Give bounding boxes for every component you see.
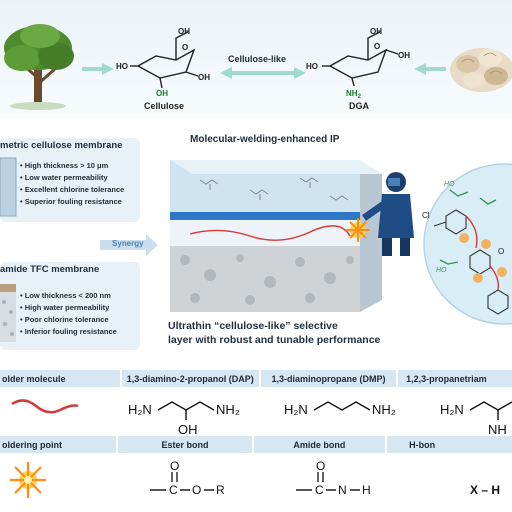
bullet-item: • Low thickness < 200 nm — [20, 291, 111, 300]
bullet-item: • Inferior fouling resistance — [20, 327, 117, 336]
synergy-arrow-icon — [100, 234, 158, 256]
dmp-structure: H₂N NH₂ — [284, 401, 396, 417]
oh-label: OH — [178, 422, 198, 437]
dga-structure: OH HO O OH NH2 — [306, 27, 410, 100]
ring-oxygen-label: O — [374, 42, 380, 51]
cellulose-like-label: Cellulose-like — [228, 54, 287, 64]
nh-label: NH — [488, 422, 507, 437]
ester-bond-structure: O C O R — [150, 459, 225, 497]
propanetriamine-structure: H₂N NH — [440, 401, 512, 437]
dga-label: DGA — [349, 101, 369, 111]
panel1-bullets: • High thickness > 10 μm • Low water per… — [20, 160, 124, 208]
center-title: Molecular-welding-enhanced IP — [190, 134, 340, 145]
red-wire-icon — [11, 399, 79, 414]
bullet-item: • Superior fouling resistance — [20, 197, 122, 206]
header-cell: 1,3-diaminopropane (DMP) — [260, 370, 397, 387]
amide-n-label: N — [338, 483, 347, 497]
dap-structure: H₂N NH₂ OH — [128, 401, 240, 437]
double-arrow-icon — [220, 67, 306, 79]
nh2-label-green: NH2 — [346, 89, 362, 100]
tfc-membrane-icon — [0, 284, 16, 342]
arrow-left-icon — [414, 63, 446, 75]
header-cell: older molecule — [0, 370, 120, 387]
h2n-label: H₂N — [128, 402, 152, 417]
ester-o2-label: O — [192, 483, 201, 497]
header-cell: Ester bond — [118, 436, 252, 453]
welder-figure — [361, 172, 414, 256]
nh2-label: NH₂ — [216, 402, 240, 417]
ho-label: HO — [436, 267, 447, 274]
ho-label: HO — [444, 181, 455, 188]
molecular-zoom-circle: Cl O HO HO — [422, 163, 512, 325]
h2n-label: H₂N — [440, 402, 464, 417]
cellulose-label: Cellulose — [144, 101, 185, 111]
cellulose-membrane-icon — [0, 157, 17, 217]
oh-label-green: OH — [156, 89, 168, 98]
h2n-label: H₂N — [284, 402, 308, 417]
solder-spark-icon — [10, 462, 46, 498]
ester-o-label: O — [170, 459, 179, 473]
o-label: O — [498, 247, 504, 256]
oh-label: OH — [178, 27, 190, 36]
shells-illustration — [450, 48, 512, 92]
arrow-right-icon — [82, 63, 114, 75]
ho-label: HO — [306, 62, 318, 71]
membrane-illustration — [170, 160, 382, 312]
ester-r-label: R — [216, 483, 225, 497]
amide-o-label: O — [316, 459, 325, 473]
caption-line2: layer with robust and tunable performanc… — [168, 334, 381, 346]
header-cell: Amide bond — [253, 436, 386, 453]
caption-line1: Ultrathin “cellulose-like” selective — [168, 320, 338, 332]
tfc-membrane-panel — [0, 262, 140, 350]
cellulose-structure: OH HO O OH OH — [116, 27, 210, 98]
bullet-item: • Poor chlorine tolerance — [20, 315, 109, 324]
header-cell: 1,3-diamino-2-propanol (DAP) — [121, 370, 259, 387]
panel1-title: metric cellulose membrane — [0, 140, 123, 151]
table-header-row-2: oldering point Ester bond Amide bond H-b… — [0, 436, 512, 453]
amide-c-label: C — [315, 483, 324, 497]
header-cell: 1,2,3-propanetriam — [398, 370, 512, 387]
amide-bond-structure: O C N H — [296, 459, 371, 497]
oh-label: OH — [198, 73, 210, 82]
oh-label: OH — [398, 51, 410, 60]
oh-label: OH — [370, 27, 382, 36]
cellulose-membrane-panel — [0, 138, 140, 222]
amide-h-label: H — [362, 483, 371, 497]
synergy-label: Synergy — [112, 239, 144, 248]
bullet-item: • Excellent chlorine tolerance — [20, 185, 125, 194]
bullet-item: • High thickness > 10 μm — [20, 161, 109, 170]
table-header-row-1: older molecule 1,3-diamino-2-propanol (D… — [0, 370, 512, 387]
bullet-item: • High water permeability — [20, 303, 110, 312]
header-cell: oldering point — [0, 436, 117, 453]
ho-label: HO — [116, 62, 128, 71]
ring-oxygen-label: O — [182, 43, 188, 52]
bullet-item: • Low water permeability — [20, 173, 108, 182]
nh2-label: NH₂ — [372, 402, 396, 417]
top-band — [0, 0, 512, 118]
header-cell: H-bon — [387, 436, 512, 453]
panel2-bullets: • Low thickness < 200 nm • High water pe… — [20, 290, 117, 338]
hbond-label: X – H — [470, 483, 501, 497]
cl-label: Cl — [422, 211, 430, 220]
ester-c-label: C — [169, 483, 178, 497]
tree-illustration — [4, 24, 74, 110]
panel2-title: amide TFC membrane — [0, 264, 100, 275]
